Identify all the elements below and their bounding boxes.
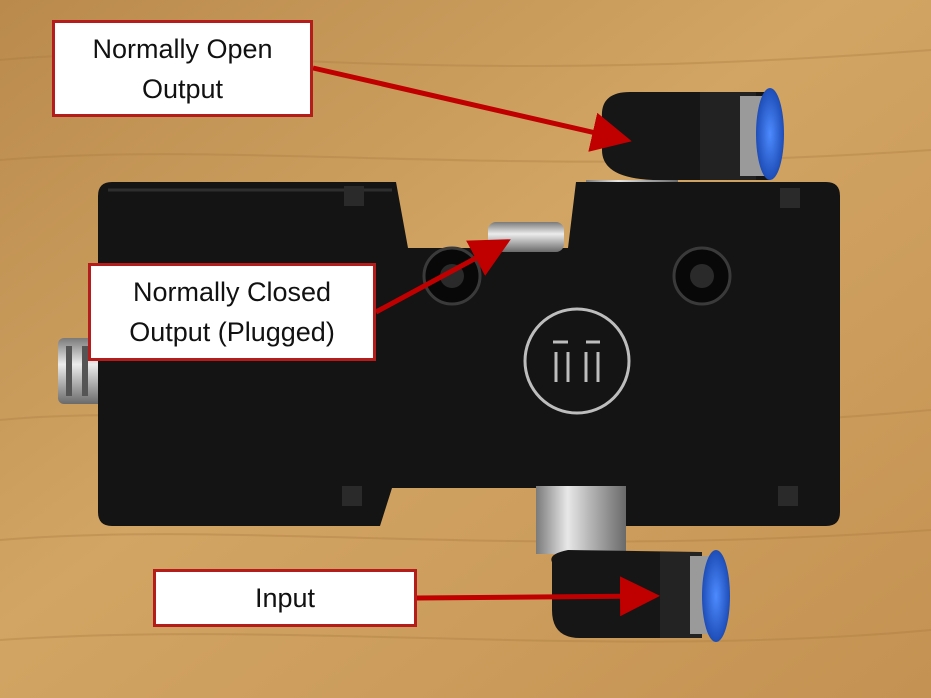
arrow-normally-open [312, 65, 632, 152]
callout-normally-closed-line2: Output (Plugged) [129, 317, 335, 347]
callout-arrows [312, 65, 660, 617]
callout-input-label: Input [254, 583, 316, 613]
arrow-normally-closed [374, 239, 511, 315]
callout-normally-closed-output: Normally Closed Output (Plugged) [88, 263, 376, 361]
callout-normally-open-line2: Output [141, 73, 224, 104]
callout-normally-closed-line1: Normally Closed [132, 277, 332, 307]
callout-normally-open-output: Normally Open Output [52, 20, 313, 117]
callout-input: Input [153, 569, 417, 627]
callout-normally-open-line1: Normally Open [92, 33, 273, 64]
arrow-input [416, 576, 660, 617]
logo-mark [523, 307, 631, 415]
